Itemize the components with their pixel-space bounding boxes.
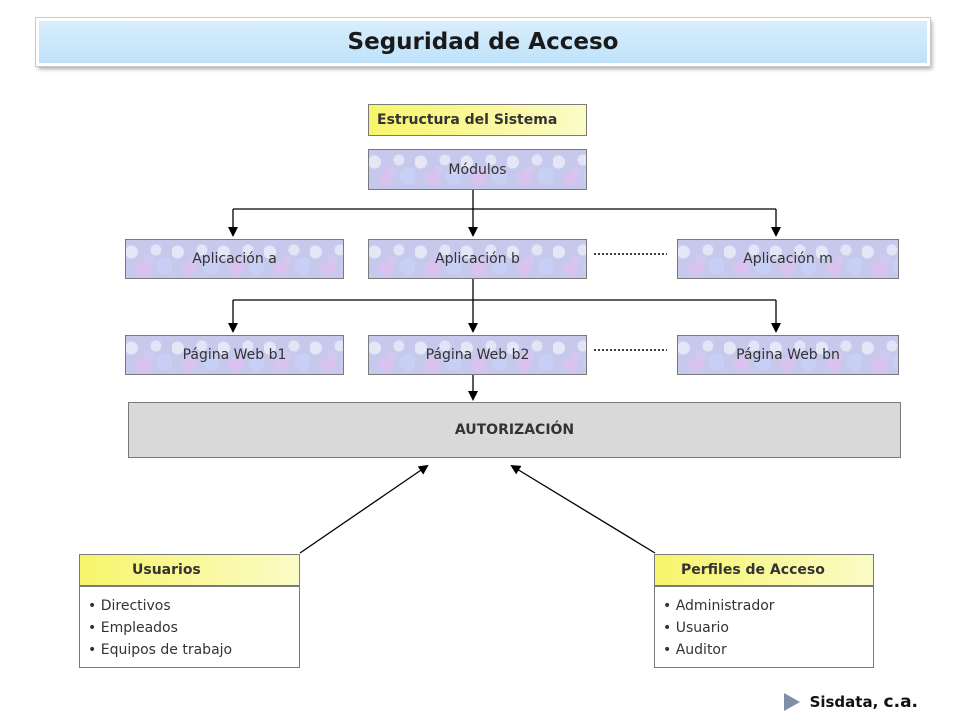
list-item: Equipos de trabajo bbox=[88, 639, 299, 661]
arrow-usuarios-to-autorizacion bbox=[299, 464, 429, 554]
list-item: Auditor bbox=[663, 639, 873, 661]
list-item: Directivos bbox=[88, 595, 299, 617]
pagina-web-b1-box: Página Web b1 bbox=[125, 335, 344, 375]
perfiles-list: Administrador Usuario Auditor bbox=[654, 586, 874, 668]
footer-brand: Sisdata, c.a. bbox=[783, 692, 918, 712]
perfiles-header: Perfiles de Acceso bbox=[654, 554, 874, 586]
pagina-web-b2-box: Página Web b2 bbox=[368, 335, 587, 375]
title-banner: Seguridad de Acceso bbox=[36, 18, 930, 66]
modulos-box: Módulos bbox=[368, 149, 587, 190]
page-title: Seguridad de Acceso bbox=[347, 29, 619, 55]
aplicacion-m-box: Aplicación m bbox=[677, 239, 899, 279]
arrow-perfiles-to-autorizacion bbox=[510, 464, 656, 554]
usuarios-list: Directivos Empleados Equipos de trabajo bbox=[79, 586, 300, 668]
company-suffix: c.a. bbox=[883, 692, 918, 712]
autorizacion-box: AUTORIZACIÓN bbox=[128, 402, 901, 458]
estructura-sistema-label: Estructura del Sistema bbox=[368, 104, 587, 136]
list-item: Empleados bbox=[88, 617, 299, 639]
list-item: Administrador bbox=[663, 595, 873, 617]
play-arrow-icon bbox=[783, 693, 800, 711]
aplicacion-b-box: Aplicación b bbox=[368, 239, 587, 279]
usuarios-header: Usuarios bbox=[79, 554, 300, 586]
pagina-web-bn-box: Página Web bn bbox=[677, 335, 899, 375]
aplicacion-a-box: Aplicación a bbox=[125, 239, 344, 279]
company-name: Sisdata, bbox=[809, 693, 879, 711]
list-item: Usuario bbox=[663, 617, 873, 639]
